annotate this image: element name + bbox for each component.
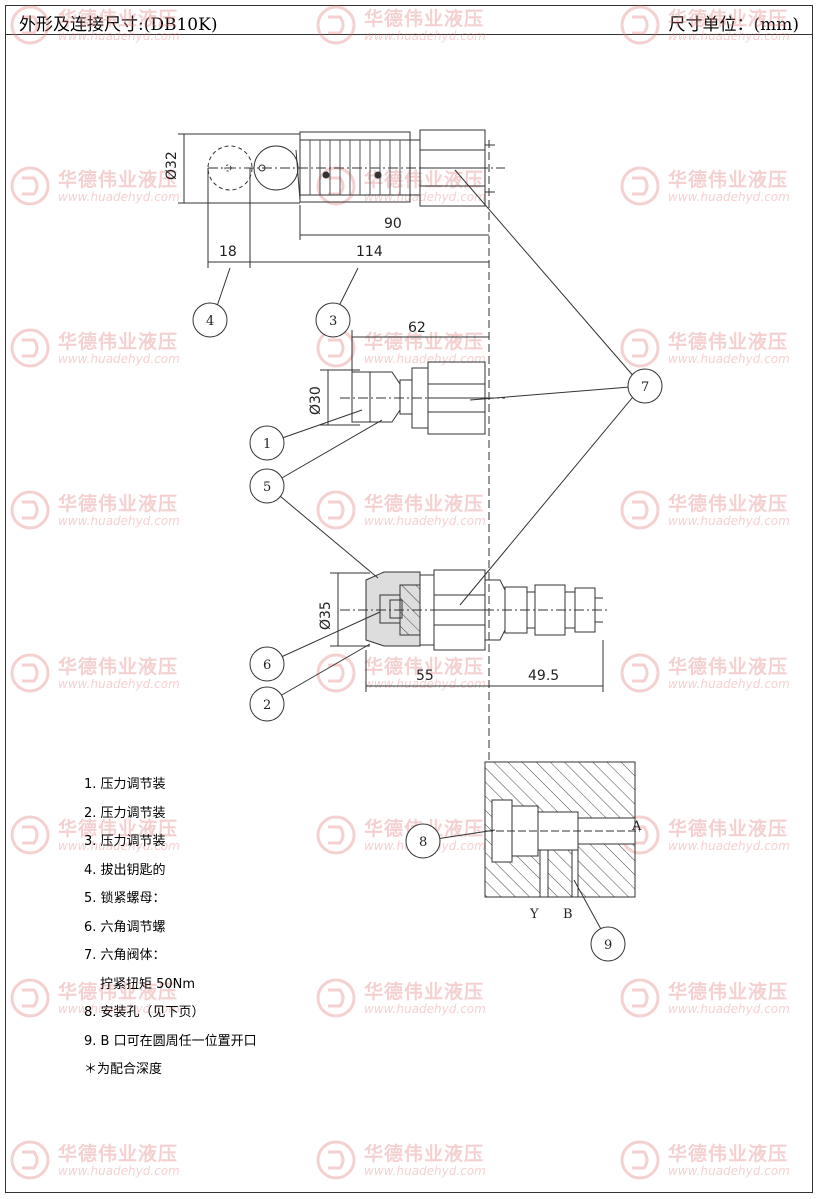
bubble-label-5: 5	[263, 480, 271, 495]
note-item-1: 1. 压力调节装	[84, 777, 166, 792]
note-item-5: 5. 锁紧螺母：	[84, 891, 166, 906]
view-lower-hex-adjust	[330, 569, 610, 692]
port-label-b: B	[563, 907, 573, 922]
dim-d30: Ø30	[308, 386, 324, 415]
header-bar: 外形及连接尺寸:(DB10K) 尺寸单位：(mm)	[5, 5, 813, 35]
unit-label: 尺寸单位：(mm)	[668, 15, 799, 35]
dim-90: 90	[384, 216, 402, 232]
note-item-2: 2. 压力调节装	[84, 805, 166, 821]
port-label-y: Y	[529, 907, 539, 922]
note-item-3: 3. 压力调节装	[84, 834, 166, 849]
dim-62: 62	[408, 320, 426, 336]
dim-114: 114	[356, 244, 383, 260]
port-label-a: A	[631, 819, 642, 834]
drawing-frame	[5, 5, 813, 1193]
bubble-label-6: 6	[263, 658, 271, 673]
note-item-8: 8. 安装孔（见下页）	[84, 1005, 205, 1020]
dim-d32: Ø32	[164, 151, 180, 180]
view-mounting-cavity	[484, 761, 640, 898]
bubble-label-1: 1	[263, 437, 271, 452]
view-middle-locknut	[320, 330, 505, 435]
view-top-key-adjust	[178, 129, 505, 268]
dim-49-5: 49.5	[528, 668, 559, 684]
bubble-7	[627, 368, 663, 404]
page-title: 外形及连接尺寸:(DB10K)	[19, 15, 218, 35]
bubble-9	[590, 926, 626, 962]
bubble-label-2: 2	[263, 698, 271, 713]
bubble-2	[249, 686, 285, 722]
bubble-label-3: 3	[329, 314, 337, 329]
notes-list: 1. 压力调节装 2. 压力调节装 3. 压力调节装 4. 拔出钥匙的 5. 锁…	[84, 775, 284, 1089]
bubble-label-4: 4	[206, 314, 214, 329]
bubble-5	[249, 468, 285, 504]
note-item-6: 6. 六角调节螺	[84, 919, 166, 935]
bubble-1	[249, 425, 285, 461]
bubble-label-7: 7	[641, 380, 649, 395]
note-footnote: ＊为配合深度	[84, 1062, 163, 1077]
dim-d35: Ø35	[318, 601, 334, 630]
bubble-6	[249, 646, 285, 682]
bubble-3	[315, 302, 351, 338]
bubble-8	[405, 823, 441, 859]
dim-18: 18	[219, 244, 237, 260]
note-item-7: 7. 六角阀体：	[84, 948, 166, 963]
dim-55: 55	[416, 668, 434, 684]
note-item-7-torque: 拧紧扭矩 50Nm	[100, 976, 196, 992]
note-item-4: 4. 拔出钥匙的	[84, 862, 166, 878]
leader-lines	[212, 169, 643, 943]
bubble-label-8: 8	[419, 835, 427, 850]
bubble-label-9: 9	[604, 938, 612, 953]
bubbles	[192, 302, 663, 962]
note-item-9: 9. B 口可在圆周任一位置开口	[84, 1033, 257, 1049]
bubble-4	[192, 302, 228, 338]
